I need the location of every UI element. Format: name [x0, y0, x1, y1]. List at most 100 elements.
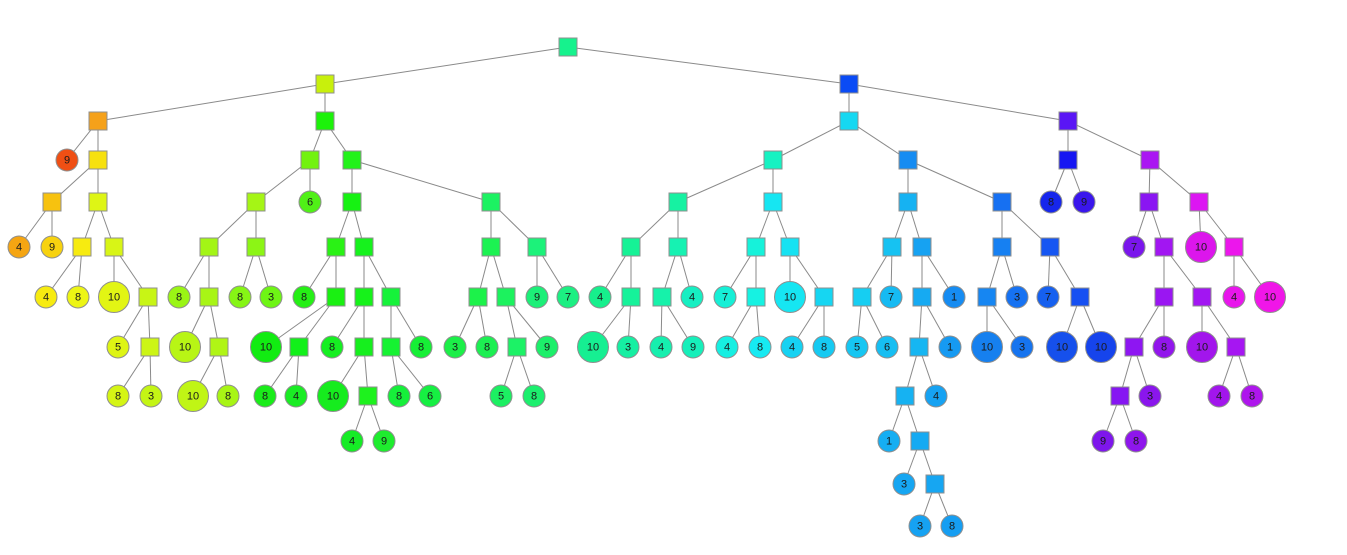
leaf-node[interactable]: 10: [774, 281, 806, 313]
internal-node[interactable]: [315, 74, 335, 94]
internal-node[interactable]: [1226, 337, 1246, 357]
internal-node[interactable]: [668, 192, 688, 212]
internal-node[interactable]: [246, 237, 266, 257]
leaf-node[interactable]: 3: [908, 514, 932, 538]
internal-node[interactable]: [910, 431, 930, 451]
leaf-node[interactable]: 8: [748, 335, 772, 359]
leaf-node[interactable]: 8: [387, 384, 411, 408]
internal-node[interactable]: [342, 192, 362, 212]
leaf-node[interactable]: 7: [556, 285, 580, 309]
leaf-node[interactable]: 8: [1152, 335, 1176, 359]
leaf-node[interactable]: 4: [284, 384, 308, 408]
internal-node[interactable]: [342, 150, 362, 170]
internal-node[interactable]: [1224, 237, 1244, 257]
leaf-node[interactable]: 3: [139, 384, 163, 408]
leaf-node[interactable]: 4: [7, 235, 31, 259]
leaf-node[interactable]: 4: [649, 335, 673, 359]
internal-node[interactable]: [898, 150, 918, 170]
internal-node[interactable]: [140, 337, 160, 357]
leaf-node[interactable]: 9: [372, 429, 396, 453]
leaf-node[interactable]: 1: [877, 429, 901, 453]
internal-node[interactable]: [527, 237, 547, 257]
internal-node[interactable]: [912, 287, 932, 307]
leaf-node[interactable]: 10: [250, 331, 282, 363]
leaf-node[interactable]: 8: [940, 514, 964, 538]
leaf-node[interactable]: 8: [228, 285, 252, 309]
internal-node[interactable]: [354, 237, 374, 257]
leaf-node[interactable]: 4: [715, 335, 739, 359]
internal-node[interactable]: [839, 74, 859, 94]
internal-node[interactable]: [1139, 192, 1159, 212]
leaf-node[interactable]: 7: [879, 285, 903, 309]
internal-node[interactable]: [381, 287, 401, 307]
leaf-node[interactable]: 10: [177, 380, 209, 412]
leaf-node[interactable]: 5: [106, 335, 130, 359]
leaf-node[interactable]: 9: [535, 335, 559, 359]
internal-node[interactable]: [977, 287, 997, 307]
internal-node[interactable]: [354, 287, 374, 307]
internal-node[interactable]: [992, 192, 1012, 212]
internal-node[interactable]: [668, 237, 688, 257]
leaf-node[interactable]: 3: [443, 335, 467, 359]
internal-node[interactable]: [42, 192, 62, 212]
internal-node[interactable]: [852, 287, 872, 307]
internal-node[interactable]: [358, 386, 378, 406]
leaf-node[interactable]: 7: [713, 285, 737, 309]
leaf-node[interactable]: 8: [1039, 190, 1063, 214]
internal-node[interactable]: [381, 337, 401, 357]
internal-node[interactable]: [199, 237, 219, 257]
leaf-node[interactable]: 6: [418, 384, 442, 408]
internal-node[interactable]: [481, 192, 501, 212]
leaf-node[interactable]: 8: [1240, 384, 1264, 408]
leaf-node[interactable]: 6: [875, 335, 899, 359]
leaf-node[interactable]: 3: [892, 472, 916, 496]
leaf-node[interactable]: 10: [98, 281, 130, 313]
leaf-node[interactable]: 8: [1124, 429, 1148, 453]
internal-node[interactable]: [354, 337, 374, 357]
leaf-node[interactable]: 1: [938, 335, 962, 359]
leaf-node[interactable]: 5: [845, 335, 869, 359]
internal-node[interactable]: [315, 111, 335, 131]
leaf-node[interactable]: 4: [588, 285, 612, 309]
internal-node[interactable]: [1192, 287, 1212, 307]
leaf-node[interactable]: 10: [1185, 231, 1217, 263]
internal-node[interactable]: [88, 150, 108, 170]
leaf-node[interactable]: 10: [1085, 331, 1117, 363]
leaf-node[interactable]: 8: [167, 285, 191, 309]
leaf-node[interactable]: 10: [971, 331, 1003, 363]
leaf-node[interactable]: 4: [680, 285, 704, 309]
internal-node[interactable]: [104, 237, 124, 257]
leaf-node[interactable]: 8: [292, 285, 316, 309]
leaf-node[interactable]: 8: [812, 335, 836, 359]
internal-node[interactable]: [925, 474, 945, 494]
internal-node[interactable]: [199, 287, 219, 307]
leaf-node[interactable]: 3: [1138, 384, 1162, 408]
internal-node[interactable]: [246, 192, 266, 212]
leaf-node[interactable]: 8: [475, 335, 499, 359]
internal-node[interactable]: [496, 287, 516, 307]
internal-node[interactable]: [746, 237, 766, 257]
leaf-node[interactable]: 4: [1222, 285, 1246, 309]
leaf-node[interactable]: 10: [1046, 331, 1078, 363]
internal-node[interactable]: [621, 287, 641, 307]
leaf-node[interactable]: 3: [1010, 335, 1034, 359]
internal-node[interactable]: [507, 337, 527, 357]
leaf-node[interactable]: 7: [1122, 235, 1146, 259]
internal-node[interactable]: [895, 386, 915, 406]
leaf-node[interactable]: 9: [681, 335, 705, 359]
leaf-node[interactable]: 7: [1036, 285, 1060, 309]
internal-node[interactable]: [746, 287, 766, 307]
internal-node[interactable]: [88, 192, 108, 212]
internal-node[interactable]: [72, 237, 92, 257]
internal-node[interactable]: [839, 111, 859, 131]
internal-node[interactable]: [289, 337, 309, 357]
leaf-node[interactable]: 10: [1186, 331, 1218, 363]
leaf-node[interactable]: 3: [259, 285, 283, 309]
leaf-node[interactable]: 10: [1254, 281, 1286, 313]
internal-node[interactable]: [992, 237, 1012, 257]
leaf-node[interactable]: 6: [298, 190, 322, 214]
internal-node[interactable]: [1040, 237, 1060, 257]
leaf-node[interactable]: 8: [216, 384, 240, 408]
leaf-node[interactable]: 8: [320, 335, 344, 359]
leaf-node[interactable]: 10: [169, 331, 201, 363]
